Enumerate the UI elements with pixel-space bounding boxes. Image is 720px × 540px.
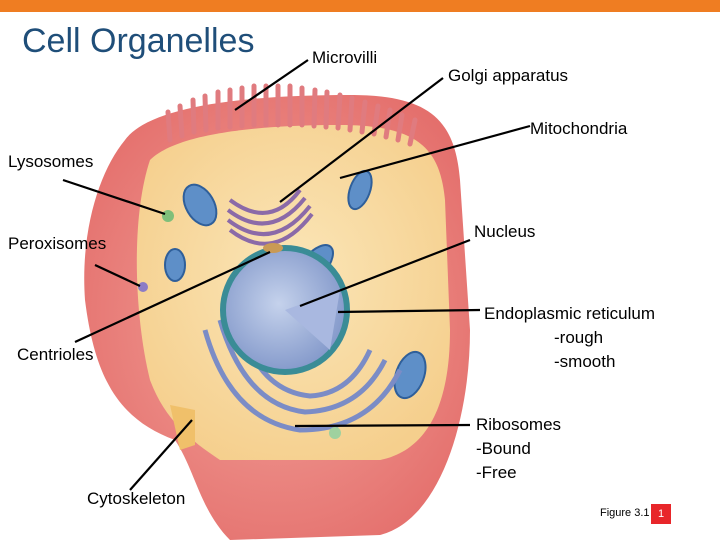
label-ribosomes-title: Ribosomes [476,413,561,437]
label-mitochondria: Mitochondria [530,117,627,141]
peroxisome-dot [138,282,148,292]
label-ribosomes-bound: -Bound [476,437,561,461]
label-er-title: Endoplasmic reticulum [484,302,655,326]
label-er-smooth: -smooth [484,350,655,374]
figure-caption: Figure 3.1 [600,507,650,519]
label-ribosomes-free: -Free [476,461,561,485]
label-cytoskeleton: Cytoskeleton [87,487,185,511]
label-peroxisomes: Peroxisomes [8,232,106,256]
page-number-badge: 1 [651,504,671,524]
label-centrioles: Centrioles [17,343,94,367]
lysosome-dot [162,210,174,222]
centriole-shape [263,243,283,253]
label-lysosomes: Lysosomes [8,150,93,174]
label-nucleus: Nucleus [474,220,535,244]
label-microvilli: Microvilli [312,46,377,70]
label-er-rough: -rough [484,326,655,350]
label-ribosomes: Ribosomes -Bound -Free [476,413,561,485]
label-er: Endoplasmic reticulum -rough -smooth [484,302,655,374]
label-golgi: Golgi apparatus [448,64,568,88]
